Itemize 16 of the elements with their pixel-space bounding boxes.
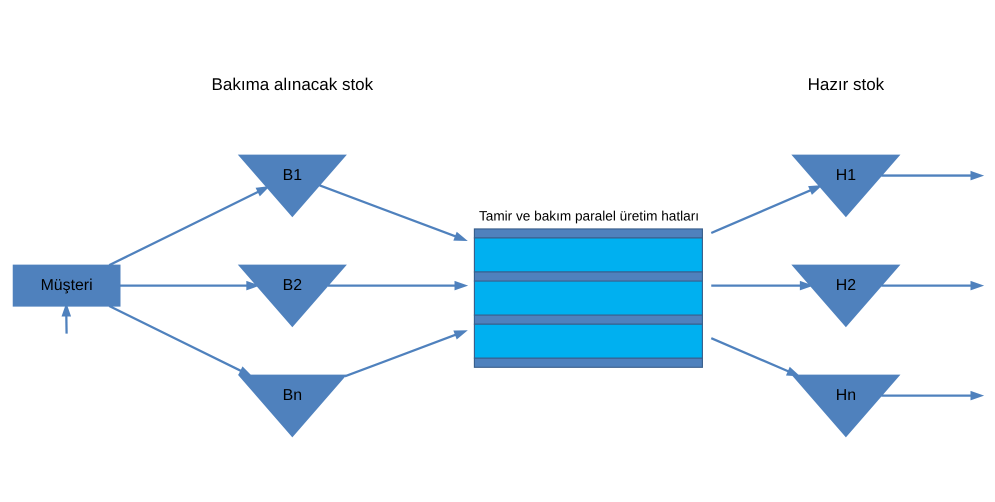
node-box: Müşteri — [12, 264, 120, 307]
arrow — [710, 185, 823, 234]
arrow — [882, 170, 984, 180]
label: Bakıma alınacak stok — [212, 74, 374, 94]
node-label: Tamir ve bakım paralel üretim hatları — [478, 208, 700, 224]
arrow — [120, 280, 260, 290]
arrow — [108, 186, 270, 266]
arrow — [710, 337, 800, 377]
label: Hazır stok — [808, 74, 884, 94]
arrow — [344, 330, 468, 378]
arrow — [108, 305, 253, 377]
arrow — [319, 184, 468, 241]
arrow — [882, 390, 984, 400]
arrow — [328, 280, 468, 290]
arrow — [711, 280, 814, 290]
arrow — [882, 280, 984, 290]
